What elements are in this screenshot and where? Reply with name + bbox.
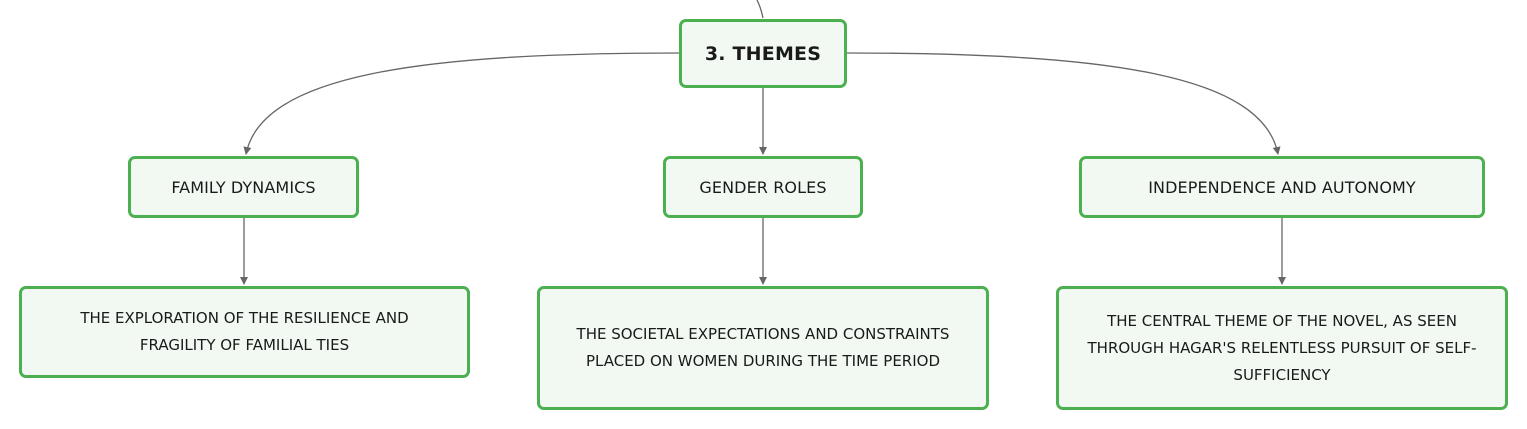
root-node-themes[interactable]: 3. THEMES (679, 19, 847, 88)
theme-node-gender-roles[interactable]: GENDER ROLES (663, 156, 863, 218)
theme-node-independence-and-autonomy[interactable]: INDEPENDENCE AND AUTONOMY (1079, 156, 1485, 218)
connector-root-to-family (243, 52, 680, 155)
connector-incoming (756, 0, 764, 19)
theme-node-family-dynamics[interactable]: FAMILY DYNAMICS (128, 156, 359, 218)
connector-root-to-independence (846, 52, 1281, 155)
detail-node-gender-roles[interactable]: THE SOCIETAL EXPECTATIONS AND CONSTRAINT… (537, 286, 989, 410)
detail-node-family-dynamics[interactable]: THE EXPLORATION OF THE RESILIENCE AND FR… (19, 286, 470, 378)
detail-node-independence-and-autonomy[interactable]: THE CENTRAL THEME OF THE NOVEL, AS SEEN … (1056, 286, 1508, 410)
